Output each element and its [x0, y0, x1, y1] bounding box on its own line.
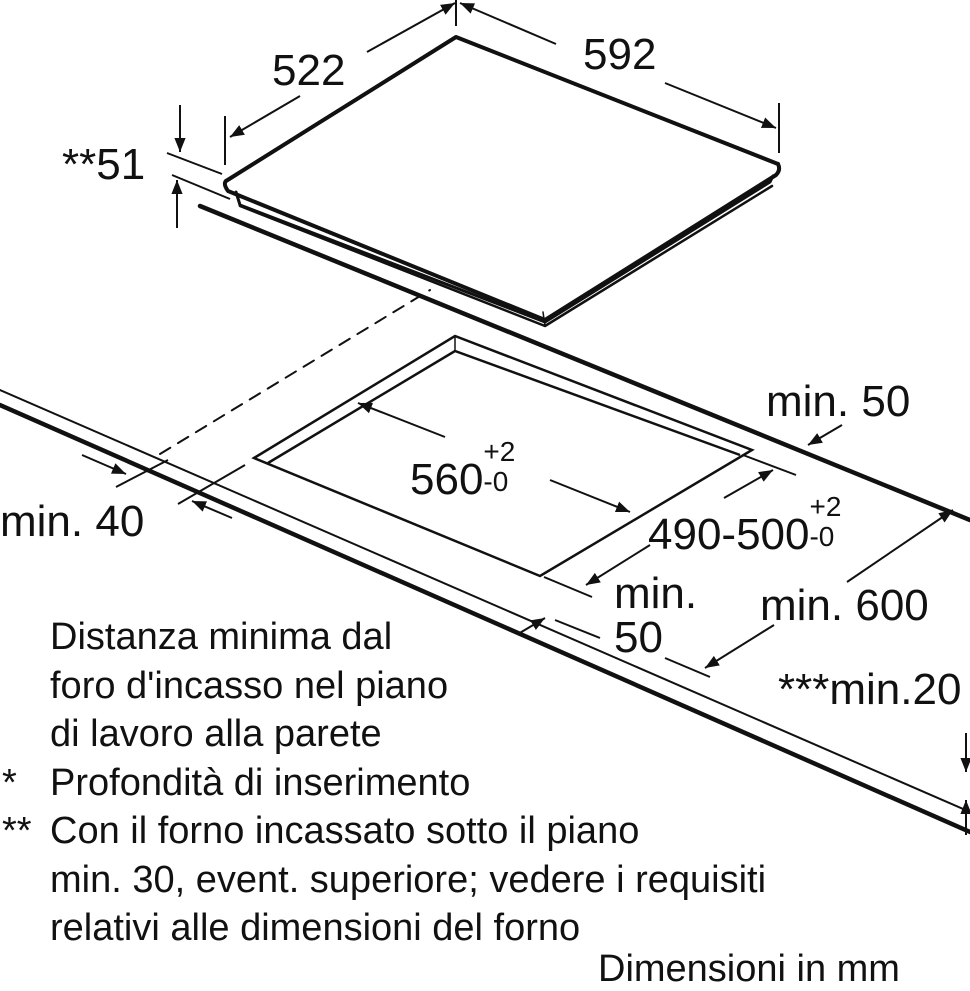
cutout-width-value: 560 — [410, 455, 484, 504]
cutout-depth-value: 490-500 — [648, 510, 810, 559]
clearance-front-label-line1: min. — [614, 569, 698, 618]
hob-height-label: **51 — [62, 140, 146, 189]
legend-text: Profondità di inserimento — [50, 761, 471, 804]
cutout — [251, 334, 755, 578]
dim-hob — [166, 0, 780, 228]
dim-cutout — [81, 402, 970, 835]
legend-mark: * — [2, 761, 17, 804]
cutout-depth-tolerance: +2-0 — [809, 493, 845, 552]
clearance-back-label: min. 50 — [766, 377, 911, 426]
tolerance-minus: -0 — [809, 521, 835, 552]
clearance-thickness-label: ***min.20 — [778, 665, 962, 714]
legend-text: Con il forno incassato sotto il piano — [50, 810, 640, 852]
cutout-depth-label: 490-500+2-0 — [648, 493, 845, 559]
legend-mark: ** — [2, 810, 32, 852]
legend-text: di lavoro alla parete — [50, 713, 382, 755]
diagram-lines — [0, 0, 970, 835]
cutout-width-label: 560+2-0 — [410, 438, 519, 504]
hob-depth-label: 522 — [272, 46, 346, 95]
clearance-front-label-line2: 50 — [614, 613, 663, 662]
clearance-side-label: min. 40 — [0, 497, 145, 546]
tolerance-plus: +2 — [483, 436, 516, 467]
clearance-depth-label: min. 600 — [760, 581, 929, 630]
hob-width-label: 592 — [583, 30, 657, 79]
legend-text: min. 30, event. superiore; vedere i requ… — [50, 858, 767, 901]
cutout-width-tolerance: +2-0 — [483, 438, 519, 497]
countertop — [0, 203, 970, 835]
legend-text: relativi alle dimensioni del forno — [50, 907, 581, 949]
hob-plate — [222, 35, 782, 328]
tolerance-plus: +2 — [809, 491, 842, 522]
tolerance-minus: -0 — [483, 466, 509, 497]
legend-text: Distanza minima dal — [50, 616, 393, 658]
legend-text: foro d'incasso nel piano — [50, 664, 449, 707]
